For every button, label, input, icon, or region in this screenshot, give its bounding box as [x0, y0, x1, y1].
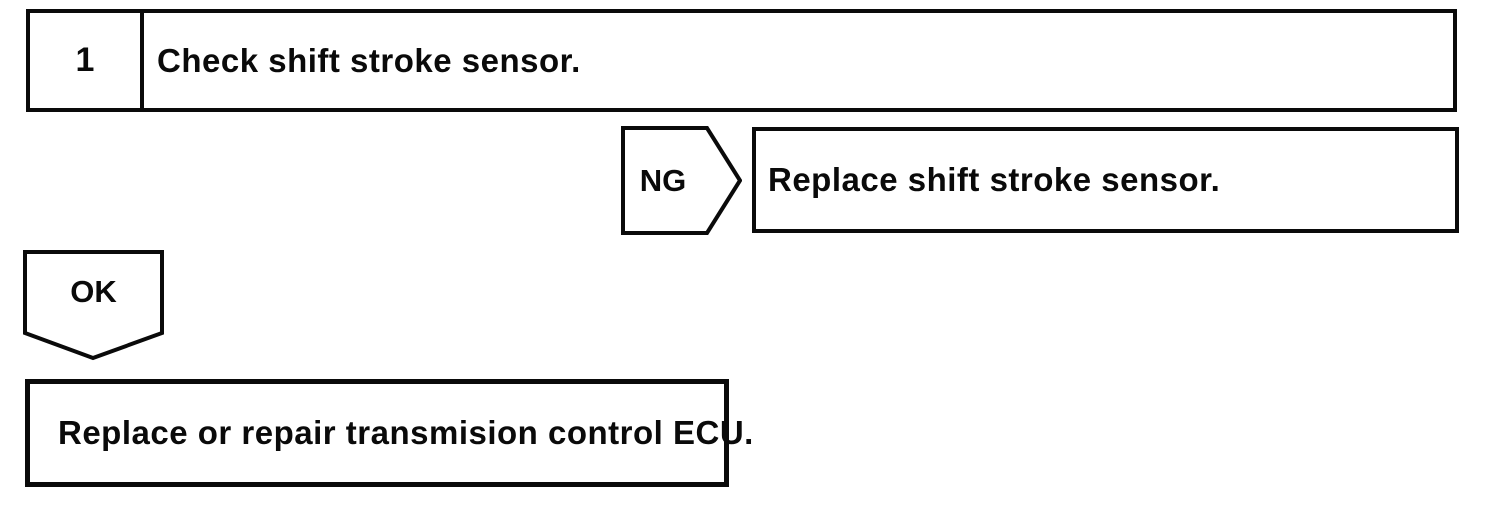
ok-pentagon-icon	[23, 250, 164, 361]
step-box: 1 Check shift stroke sensor.	[26, 9, 1457, 112]
step-number-cell: 1	[30, 13, 144, 108]
result-text: Replace or repair transmision control EC…	[58, 414, 754, 451]
step-number: 1	[75, 41, 95, 79]
ng-action-box: Replace shift stroke sensor.	[752, 127, 1459, 233]
ng-connector-label: NG	[639, 162, 687, 198]
ok-connector-label: OK	[70, 274, 117, 309]
step-text-cell: Check shift stroke sensor.	[144, 13, 581, 108]
step-instruction: Check shift stroke sensor.	[157, 41, 581, 79]
ng-action-text: Replace shift stroke sensor.	[768, 161, 1221, 198]
result-box: Replace or repair transmision control EC…	[25, 379, 753, 487]
ng-pentagon-icon	[621, 126, 742, 235]
ng-connector-shape	[621, 126, 742, 235]
ok-connector-shape	[23, 250, 164, 361]
